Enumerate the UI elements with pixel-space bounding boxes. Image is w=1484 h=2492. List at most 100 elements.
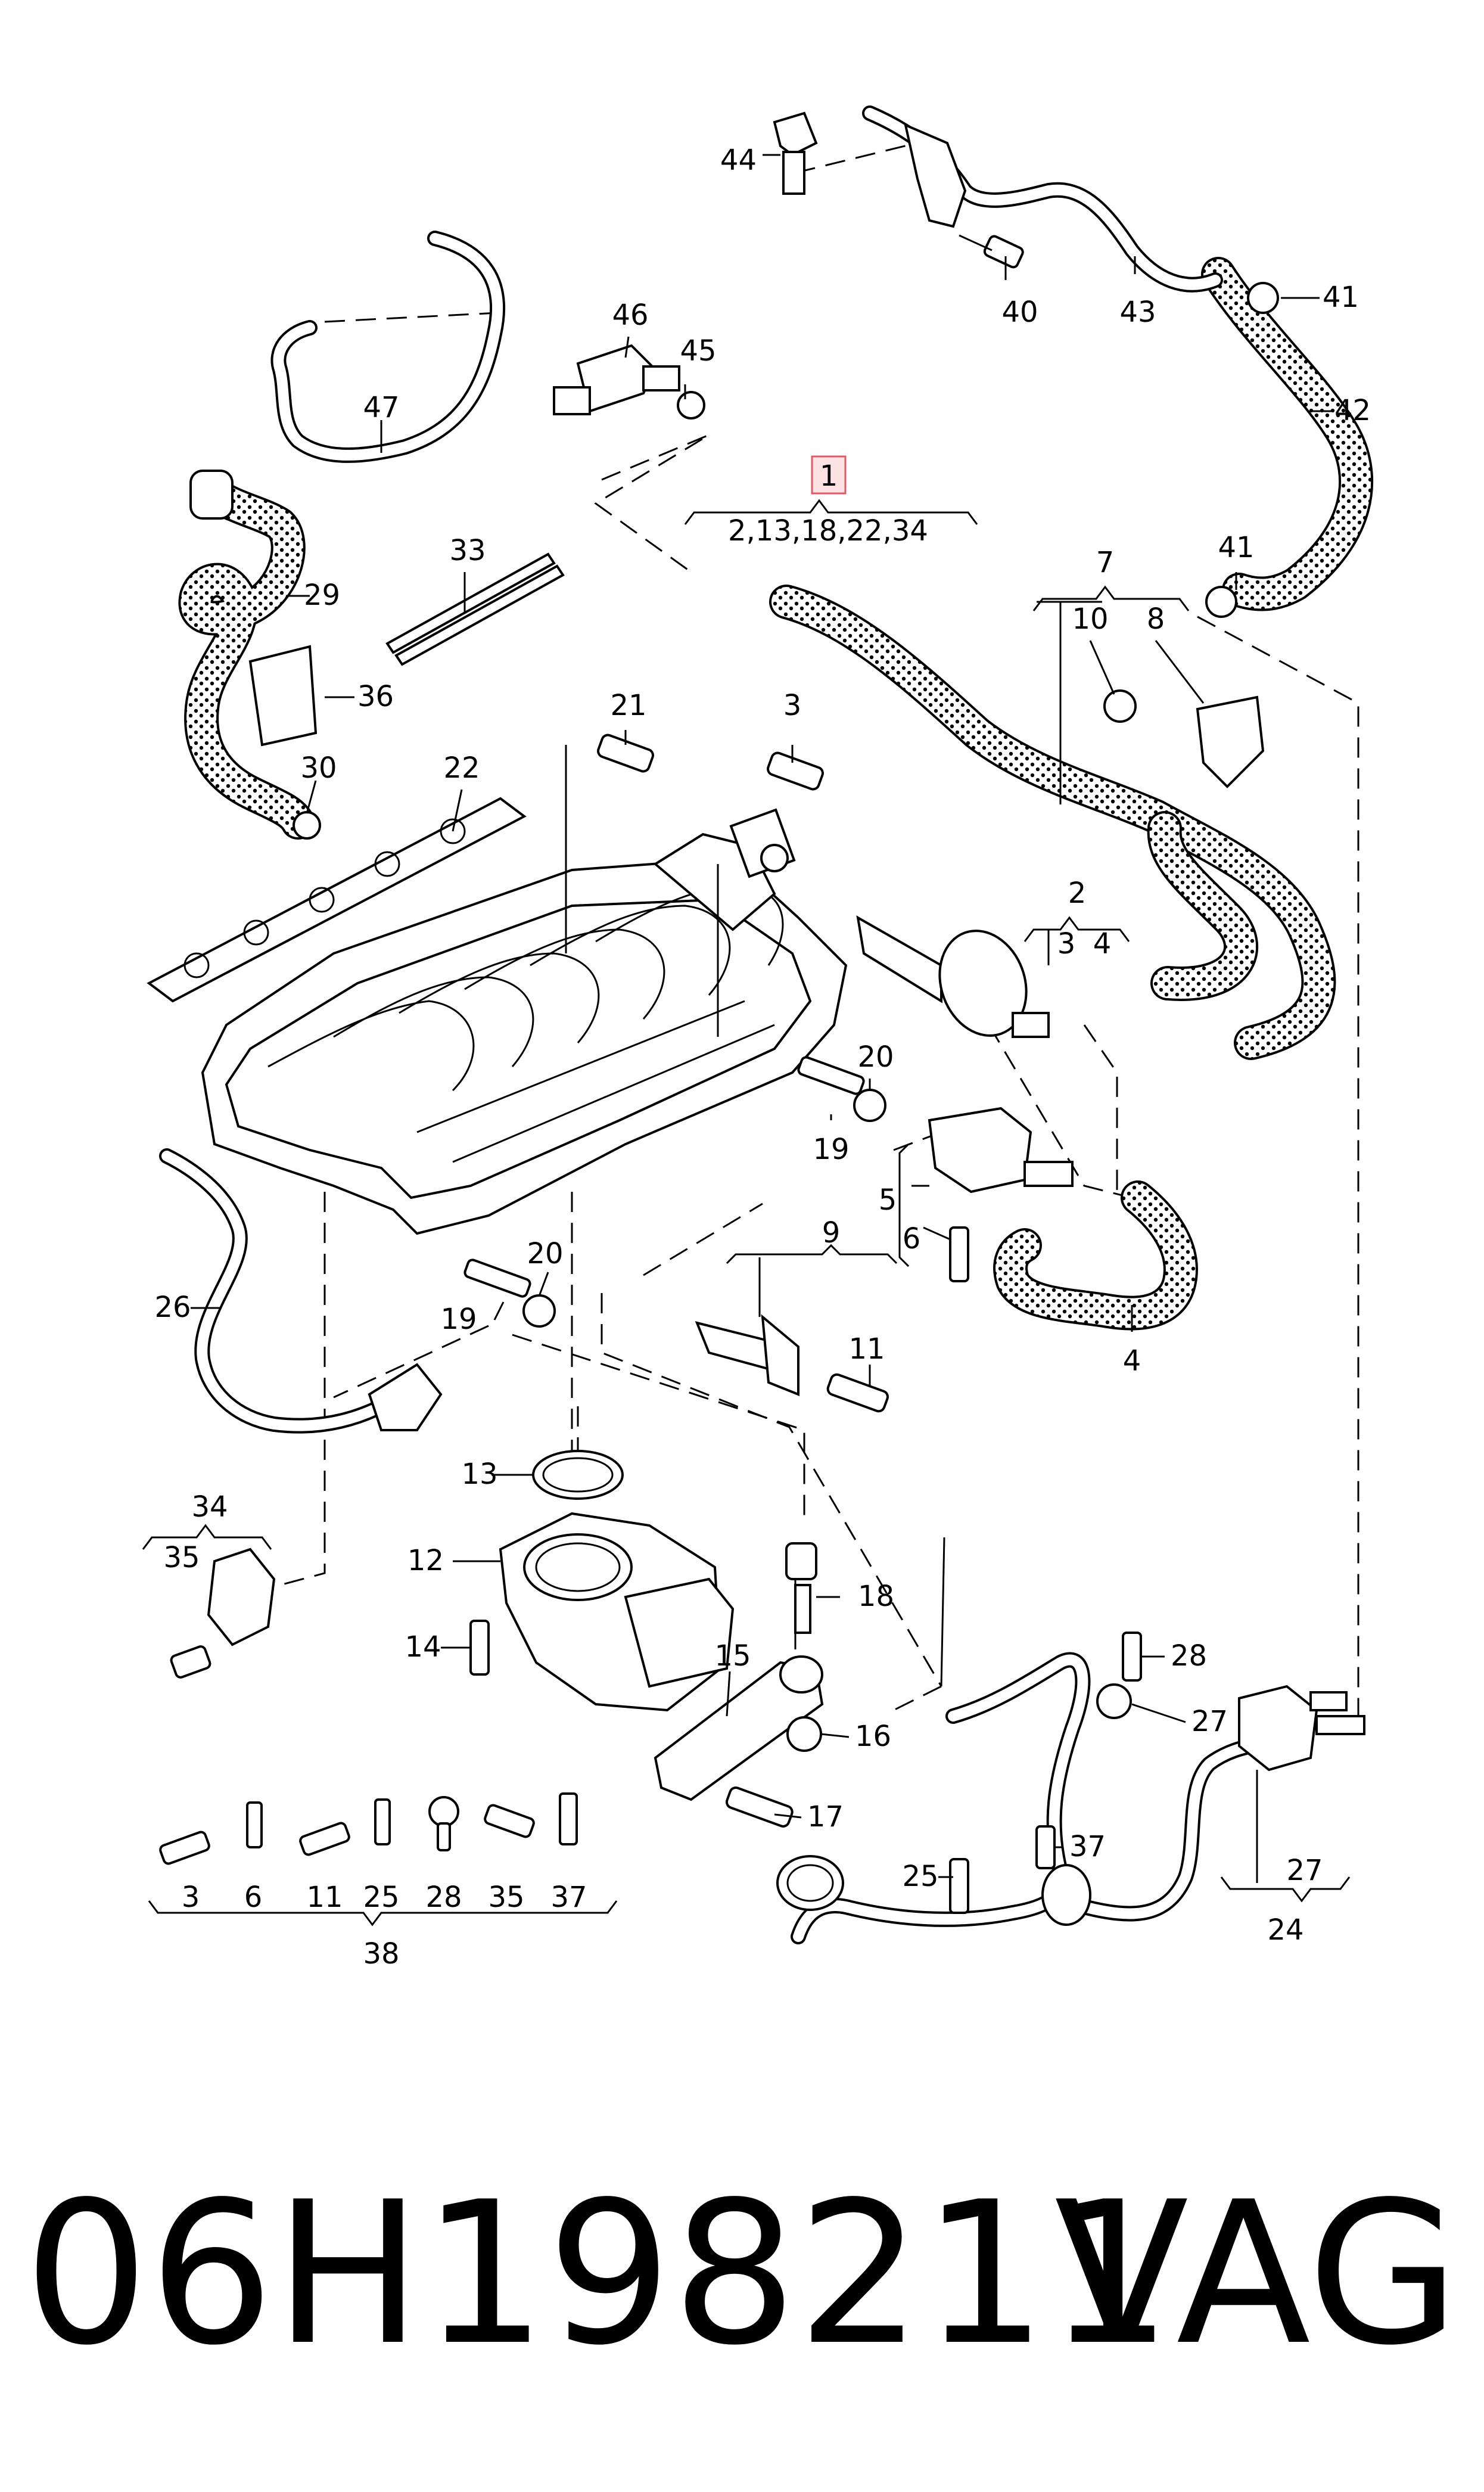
bolt-25 <box>949 1858 969 1914</box>
mount-18 <box>785 1542 817 1634</box>
label-22: 22 <box>443 751 480 785</box>
sealing-ring-13 <box>532 1450 624 1500</box>
part-number: 06H198211 <box>24 2159 1172 2388</box>
kit-label-28: 28 <box>425 1881 462 1914</box>
label-2-sub-4: 4 <box>1093 927 1112 961</box>
throttle-body-12 <box>499 1512 735 1712</box>
strip-33 <box>385 552 565 666</box>
bolt-14 <box>469 1620 490 1676</box>
damper-24 <box>1041 1864 1091 1926</box>
kit-label-37: 37 <box>550 1881 587 1914</box>
label-8: 8 <box>1147 602 1165 636</box>
label-27-group: 27 <box>1286 1854 1323 1887</box>
solenoid-5 <box>928 1107 1074 1194</box>
bolt-21 <box>597 734 654 773</box>
label-14: 14 <box>405 1630 441 1664</box>
label-1: 1 <box>820 459 838 493</box>
clamp-45 <box>677 391 705 420</box>
bolt-40 <box>959 234 1024 269</box>
hose-4 <box>993 1180 1198 1331</box>
brand-name: VAG <box>1054 2159 1460 2388</box>
clamp-41-lower <box>1205 586 1237 618</box>
label-19-upper: 19 <box>813 1133 849 1166</box>
kit-label-11: 11 <box>306 1881 343 1914</box>
leader-lines <box>191 154 1331 1883</box>
label-35: 35 <box>163 1541 200 1574</box>
label-9: 9 <box>822 1216 841 1250</box>
label-11: 11 <box>848 1332 885 1366</box>
stud-19-upper <box>797 1056 865 1095</box>
label-6: 6 <box>903 1222 921 1256</box>
label-20-upper: 20 <box>857 1040 894 1074</box>
intake-manifold <box>201 808 848 1235</box>
label-29: 29 <box>304 579 340 612</box>
label-33: 33 <box>449 534 486 567</box>
hose-10-branch <box>1147 811 1259 1001</box>
clip-37 <box>1035 1825 1056 1869</box>
label-47: 47 <box>363 391 399 424</box>
bolt-11 <box>826 1373 889 1413</box>
label-26: 26 <box>154 1291 191 1324</box>
pipe-27 <box>1077 1732 1283 1922</box>
label-13: 13 <box>461 1458 497 1491</box>
label-30: 30 <box>300 751 337 785</box>
pipe-connector-26 <box>368 1363 443 1431</box>
nut-16 <box>786 1716 822 1752</box>
valve-27 <box>1238 1685 1365 1772</box>
hose-29 <box>178 471 315 840</box>
label-19-lower: 19 <box>440 1303 477 1336</box>
label-20-lower: 20 <box>527 1237 563 1270</box>
label-2-sub-3: 3 <box>1057 927 1076 961</box>
nut-20-lower <box>522 1294 556 1328</box>
pipe-24 <box>791 1652 1091 1944</box>
pipe-47 <box>270 231 506 463</box>
label-36: 36 <box>357 680 394 713</box>
label-40: 40 <box>1001 296 1038 329</box>
label-27: 27 <box>1191 1705 1228 1738</box>
label-25: 25 <box>902 1860 938 1893</box>
bolt-17 <box>725 1786 794 1828</box>
kit-label-25: 25 <box>363 1881 399 1914</box>
nut-20-upper <box>853 1089 886 1122</box>
label-7: 7 <box>1096 546 1115 579</box>
map-sensor-2 <box>856 915 1050 1038</box>
stud-19-lower <box>463 1259 531 1298</box>
sensor-34 <box>170 1548 276 1679</box>
label-24: 24 <box>1267 1913 1303 1947</box>
bracket-8 <box>1196 695 1265 788</box>
bolt-3 <box>767 751 824 791</box>
label-18: 18 <box>858 1580 894 1613</box>
label-46: 46 <box>612 299 648 332</box>
gasket-22 <box>147 797 527 1003</box>
footer: 06H198211 VAG <box>24 2159 1460 2388</box>
label-37: 37 <box>1069 1830 1106 1863</box>
label-17: 17 <box>807 1800 844 1834</box>
label-28: 28 <box>1171 1639 1207 1673</box>
label-15: 15 <box>714 1639 751 1673</box>
filler-neck-24 <box>776 1855 844 1911</box>
clip-10 <box>1103 689 1137 723</box>
clip-44 <box>773 111 818 195</box>
kit-label-38: 38 <box>363 1937 399 1971</box>
hose-42 <box>1201 257 1374 611</box>
label-42: 42 <box>1334 394 1371 427</box>
pad-36 <box>248 645 318 747</box>
group-1-components: 2,13,18,22,34 <box>728 514 928 548</box>
label-4: 4 <box>1123 1344 1141 1378</box>
label-3-upper: 3 <box>783 689 802 722</box>
valve-29-head <box>189 470 234 520</box>
label-41-top: 41 <box>1323 281 1359 314</box>
clip-30 <box>293 811 321 840</box>
group-brackets <box>142 499 1351 1927</box>
part-labels: 2,13,18,22,34 44 46 45 47 40 43 41 42 41… <box>154 144 1371 1971</box>
highlight-box-1: 1 <box>811 455 847 495</box>
sensor-9 <box>695 1314 799 1396</box>
bolt-28 <box>1122 1632 1142 1682</box>
connector-46 <box>553 344 680 415</box>
label-41-lower: 41 <box>1218 531 1254 564</box>
label-2: 2 <box>1068 877 1087 910</box>
seal-27 <box>1096 1683 1132 1719</box>
label-5: 5 <box>879 1183 897 1217</box>
